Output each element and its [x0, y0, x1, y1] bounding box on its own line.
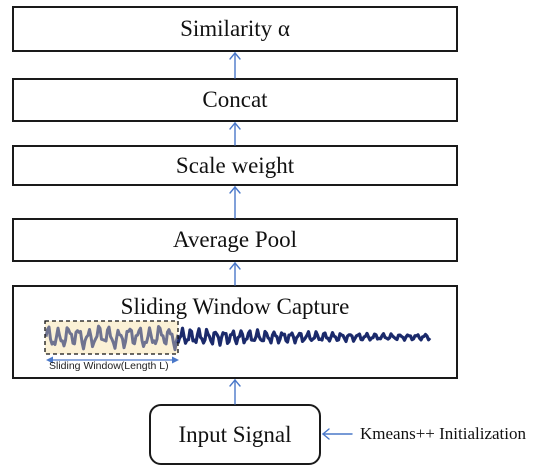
arrowhead-sliding-to-avgpool — [229, 261, 241, 270]
arrowhead-input-to-sliding — [229, 378, 241, 387]
arrowhead-concat-to-similarity — [229, 51, 241, 60]
signal-outside-window — [176, 326, 432, 347]
input-signal-box: Input Signal — [149, 404, 321, 465]
window-length-left-arrowhead — [46, 356, 53, 364]
sliding-window-dashed-frame — [44, 320, 179, 355]
window-length-right-arrowhead — [172, 356, 179, 364]
signal-inside-window — [44, 324, 180, 352]
concat-label: Concat — [202, 87, 268, 112]
sliding-window-length-label: Sliding Window(Length L) — [49, 360, 169, 372]
kmeans-initialization-label: Kmeans++ Initialization — [360, 424, 526, 443]
concat-box: Concat — [12, 78, 458, 122]
arrowhead-scale-to-concat — [229, 121, 241, 130]
average-pool-label: Average Pool — [172, 227, 298, 252]
similarity-label: Similarity α — [180, 16, 290, 41]
input-signal-label: Input Signal — [178, 421, 292, 447]
arrowhead-avgpool-to-scale — [229, 185, 241, 194]
arrowhead-kmeans-to-input — [321, 428, 330, 440]
similarity-box: Similarity α — [12, 6, 458, 52]
scale-weight-label: Scale weight — [175, 152, 295, 178]
scale-weight-box: Scale weight — [12, 145, 458, 186]
sliding-window-capture-label: Sliding Window Capture — [120, 294, 350, 319]
average-pool-box: Average Pool — [12, 218, 458, 262]
